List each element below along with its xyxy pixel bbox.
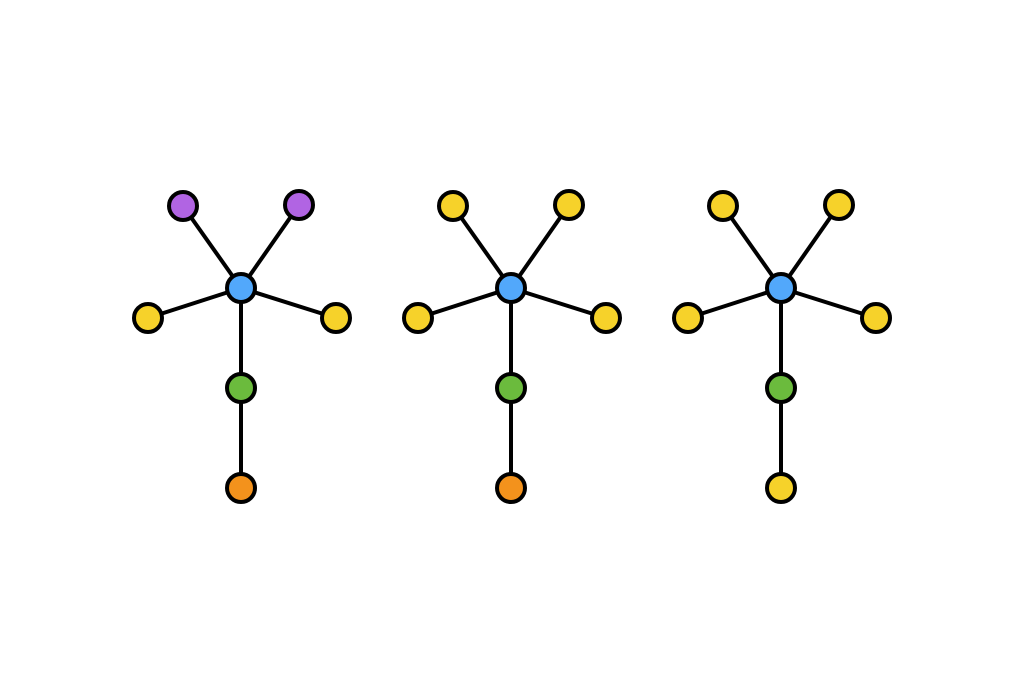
node-left-yellow xyxy=(132,302,164,334)
graph-3 xyxy=(672,189,892,504)
node-left-yellow xyxy=(402,302,434,334)
node-upper-right-yellow xyxy=(823,189,855,221)
node-middle-green xyxy=(495,372,527,404)
node-bottom-yellow xyxy=(765,472,797,504)
edge-center-upper-left xyxy=(721,204,783,290)
node-bottom-orange xyxy=(225,472,257,504)
node-center-blue xyxy=(225,272,257,304)
node-right-yellow xyxy=(320,302,352,334)
node-upper-right-yellow xyxy=(553,189,585,221)
node-right-yellow xyxy=(590,302,622,334)
node-middle-green xyxy=(765,372,797,404)
node-middle-green xyxy=(225,372,257,404)
node-upper-right-purple xyxy=(283,189,315,221)
node-right-yellow xyxy=(860,302,892,334)
node-upper-left-yellow xyxy=(437,190,469,222)
edge-center-upper-left xyxy=(451,204,513,290)
edge-center-right xyxy=(510,286,607,320)
edge-center-upper-right xyxy=(239,203,301,290)
node-center-blue xyxy=(765,272,797,304)
edge-center-upper-right xyxy=(509,203,571,290)
graph-1 xyxy=(132,189,352,504)
edge-center-left xyxy=(687,286,782,320)
node-center-blue xyxy=(495,272,527,304)
edge-center-right xyxy=(240,286,337,320)
node-upper-left-yellow xyxy=(707,190,739,222)
edge-center-left xyxy=(417,286,512,320)
node-upper-left-purple xyxy=(167,190,199,222)
edge-center-upper-right xyxy=(779,203,841,290)
graph-2 xyxy=(402,189,622,504)
node-bottom-orange xyxy=(495,472,527,504)
edge-center-upper-left xyxy=(181,204,243,290)
edge-center-right xyxy=(780,286,877,320)
node-left-yellow xyxy=(672,302,704,334)
edge-center-left xyxy=(147,286,242,320)
